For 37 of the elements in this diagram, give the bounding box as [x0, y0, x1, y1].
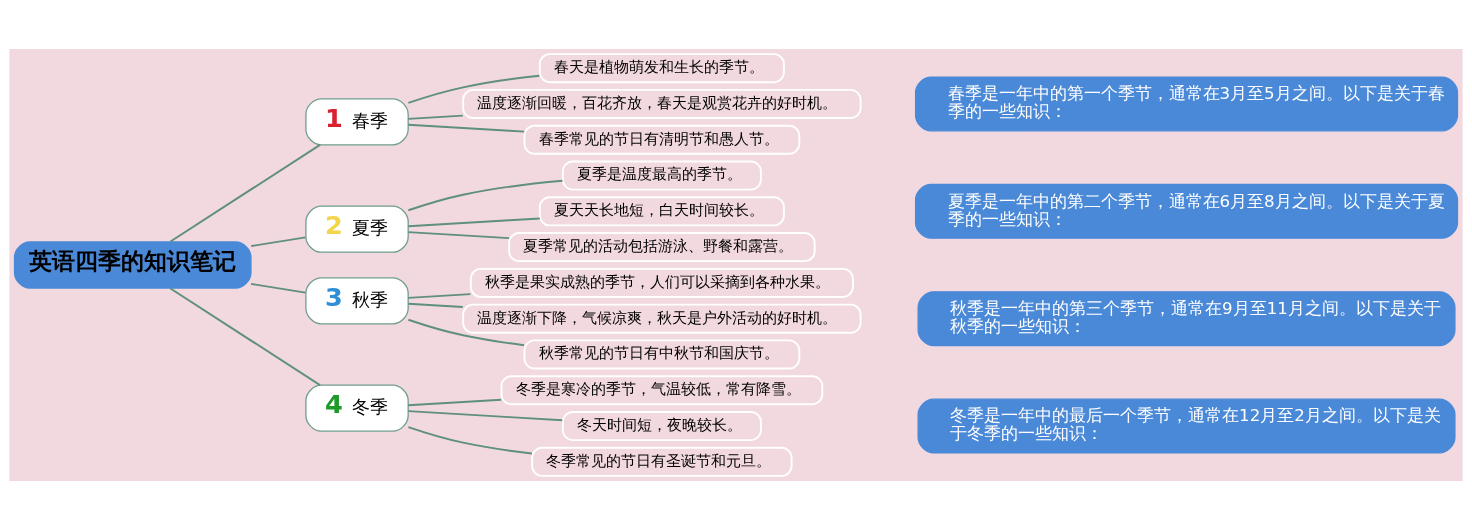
- node-box: 3 秋季: [305, 277, 409, 325]
- node-box: 夏季是一年中的第二个季节，通常在6月至8月之间。以下是关于夏季的一些知识：: [914, 183, 1459, 239]
- connector: [407, 302, 464, 308]
- connector: [407, 410, 564, 422]
- node-box: 温度逐渐回暖，百花齐放，春天是观赏花卉的好时机。: [462, 88, 862, 119]
- connector: [250, 282, 307, 294]
- connector: [407, 179, 564, 212]
- node-box: 冬天时间短，夜晚较长。: [561, 411, 762, 442]
- connector: [407, 293, 472, 299]
- connector: [169, 287, 321, 387]
- connector: [407, 217, 541, 228]
- node-box: 春天是植物萌发和生长的季节。: [538, 53, 785, 84]
- node-box: 春季常见的节日有清明节和愚人节。: [523, 124, 801, 155]
- node-box: 1 春季: [305, 98, 409, 146]
- connector: [407, 231, 511, 240]
- connector: [407, 123, 526, 133]
- node-box: 秋季常见的节日有中秋节和国庆节。: [523, 339, 801, 370]
- connector: [407, 318, 525, 347]
- node-box: 4 冬季: [305, 384, 409, 432]
- connector: [407, 398, 503, 407]
- node-box: 冬季是寒冷的季节，气温较低，常有降雪。: [500, 375, 824, 406]
- connector: [407, 114, 464, 120]
- node-box: 秋季是一年中的第三个季节，通常在9月至11月之间。以下是关于秋季的一些知识：: [917, 291, 1456, 347]
- node-box: 夏季是温度最高的季节。: [561, 160, 762, 191]
- node-box: 冬季常见的节日有圣诞节和元旦。: [531, 446, 793, 477]
- node-box: 英语四季的知识笔记: [13, 241, 252, 289]
- connector: [169, 143, 321, 243]
- node-box: 夏天天长地短，白天时间较长。: [538, 196, 785, 227]
- node-box: 秋季是果实成熟的季节，人们可以采摘到各种水果。: [469, 267, 854, 298]
- connector: [250, 236, 307, 248]
- node-box: 冬季是一年中的最后一个季节，通常在12月至2月之间。以下是关于冬季的一些知识：: [917, 398, 1456, 454]
- node-box: 春季是一年中的第一个季节，通常在3月至5月之间。以下是关于春季的一些知识：: [914, 76, 1459, 132]
- node-box: 夏季常见的活动包括游泳、野餐和露营。: [508, 232, 816, 263]
- connector: [407, 74, 541, 104]
- node-box: 温度逐渐下降，气候凉爽，秋天是户外活动的好时机。: [462, 303, 862, 334]
- connector: [407, 426, 533, 455]
- node-box: 2 夏季: [305, 205, 409, 253]
